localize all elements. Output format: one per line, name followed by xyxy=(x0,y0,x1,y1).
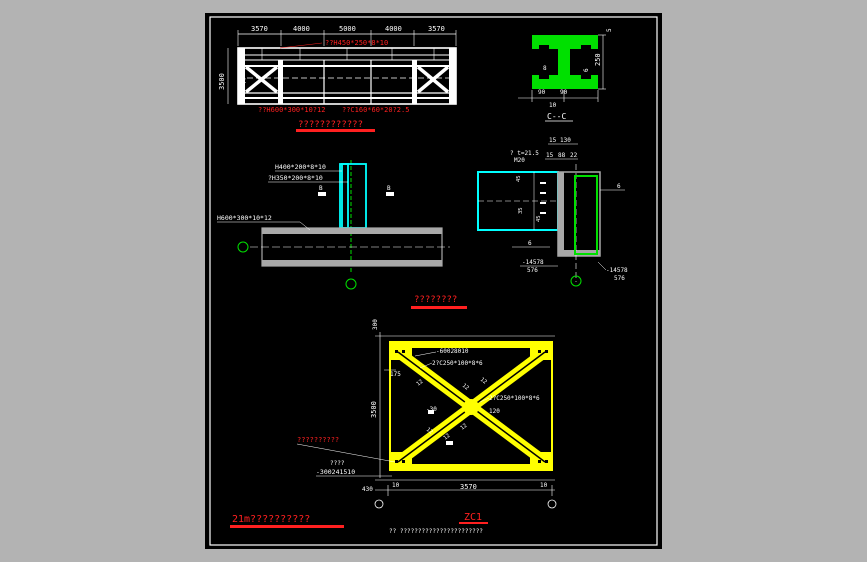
brace-bottom-small: ???? xyxy=(330,460,345,467)
cc-dim-bottom-left: 90 xyxy=(538,89,546,96)
drawing-frame xyxy=(209,16,658,546)
cc-dim-left: 8 xyxy=(543,65,547,72)
brace-small-mark-3: 12 xyxy=(479,377,488,386)
detail-b-label-m20: M20 xyxy=(514,157,525,164)
elev-dim-1: 3570 xyxy=(251,25,268,33)
elev-height: 3500 xyxy=(218,73,226,90)
brace-top-dim: 300 xyxy=(372,319,379,330)
brace-small-mark-4: 12 xyxy=(425,427,434,436)
footer-tag: ZC1 xyxy=(464,512,482,523)
detail-b-right-plate: -14578 xyxy=(606,267,628,274)
brace-small-mark-5: 12 xyxy=(460,423,469,432)
footer-left-title: 21m?????????? xyxy=(232,514,310,525)
cc-title: C--C xyxy=(547,112,566,121)
brace-height: 3500 xyxy=(370,401,378,418)
cc-dim-below: 10 xyxy=(549,102,557,109)
elevation-view: 3570 4000 5000 4000 3570 xyxy=(218,25,457,132)
elev-bottom-left-label: ??H600*300*10?12 xyxy=(258,106,325,114)
detail-b-dim-2: 130 xyxy=(560,137,571,144)
detail-a-label-3: H600*300*10*12 xyxy=(217,214,272,222)
cc-dim-right: 250 xyxy=(594,53,602,66)
elev-top-label: ??H450*250*8*10 xyxy=(325,39,388,47)
brace-left-marker: 175 xyxy=(390,371,401,378)
detail-b-dim-1: 15 xyxy=(549,137,557,144)
detail-b-dim-vert-3: 45 xyxy=(536,215,542,222)
footer-tag-underline xyxy=(459,522,488,524)
middle-title-underline xyxy=(411,306,467,309)
detail-a-label-1: H400*200*8*10 xyxy=(275,163,326,171)
cc-dim-right-bottom: 6 xyxy=(583,68,590,72)
middle-title: ???????? xyxy=(414,295,457,305)
detail-b-dim-vert-1: 45 xyxy=(516,175,522,182)
footer: 21m?????????? ZC1 ?? ???????????????????… xyxy=(230,512,488,535)
detail-b-label-t: ? t=21.5 xyxy=(510,150,539,157)
detail-b: 15 130 ? t=21.5 M20 15 88 22 45 35 45 6 … xyxy=(477,137,628,287)
brace-center-label: -30 xyxy=(426,406,437,413)
cc-dim-right-top: 5 xyxy=(606,28,613,32)
elev-dim-2: 4000 xyxy=(293,25,310,33)
detail-a-marker-left: B xyxy=(319,185,323,192)
detail-b-left-plate-dim: 576 xyxy=(527,267,538,274)
elev-dim-5: 3570 xyxy=(428,25,445,33)
elev-dim-4: 4000 xyxy=(385,25,402,33)
detail-a-marker-right: B xyxy=(387,185,391,192)
elev-left-tag: ZC xyxy=(239,78,247,85)
detail-b-dim-5: 22 xyxy=(570,152,578,159)
brace-small-mark-6: 12 xyxy=(443,433,452,442)
elev-title-underline xyxy=(296,129,375,132)
brace-bottom-dim-main: 3570 xyxy=(460,483,477,491)
brace-center-label-2: 120 xyxy=(489,408,500,415)
section-cc: 5 250 6 8 90 90 10 C--C xyxy=(518,28,613,122)
detail-b-marker-right: 6 xyxy=(617,183,621,190)
brace-diag-label-top: 2?C250*100*8*6 xyxy=(432,360,483,367)
brace-small-mark-1: 12 xyxy=(416,379,425,388)
detail-b-right-plate-dim: 576 xyxy=(614,275,625,282)
brace-bottom-dim-left: 430 xyxy=(362,486,373,493)
elev-bottom-right-label: ??C160*60*20?2.5 xyxy=(342,106,409,114)
detail-b-dim-vert-2: 35 xyxy=(518,207,524,214)
brace-bottom-dim-a: 10 xyxy=(392,482,400,489)
detail-b-dim-3: 15 xyxy=(546,152,554,159)
brace-top-label: -60028010 xyxy=(436,348,469,355)
elev-title: ???????????? xyxy=(298,120,363,130)
brace-small-mark-2: 12 xyxy=(461,383,470,392)
elev-dim-3: 5000 xyxy=(339,25,356,33)
footer-left-underline xyxy=(230,525,344,528)
brace-diag-label-right: 2?C250*100*8*6 xyxy=(489,395,540,402)
detail-a-label-2: ?H350*200*8*10 xyxy=(268,174,323,182)
brace-view: 300 3500 430 10 3570 10 175 xyxy=(296,319,557,509)
brace-bottom-dim-right: 10 xyxy=(540,482,548,489)
brace-left-red-label: ?????????? xyxy=(297,436,339,444)
footer-note: ?? ??????????????????????? xyxy=(389,528,483,535)
cc-dim-bottom-right: 90 xyxy=(560,89,568,96)
detail-b-dim-4: 88 xyxy=(558,152,566,159)
detail-b-left-plate: -14578 xyxy=(522,259,544,266)
detail-a: B B H400*200*8*10 ?H350*200*8*10 H600*30… xyxy=(217,160,450,290)
detail-b-marker-left: 6 xyxy=(528,240,532,247)
brace-bottom-plate: -300241510 xyxy=(316,468,355,476)
